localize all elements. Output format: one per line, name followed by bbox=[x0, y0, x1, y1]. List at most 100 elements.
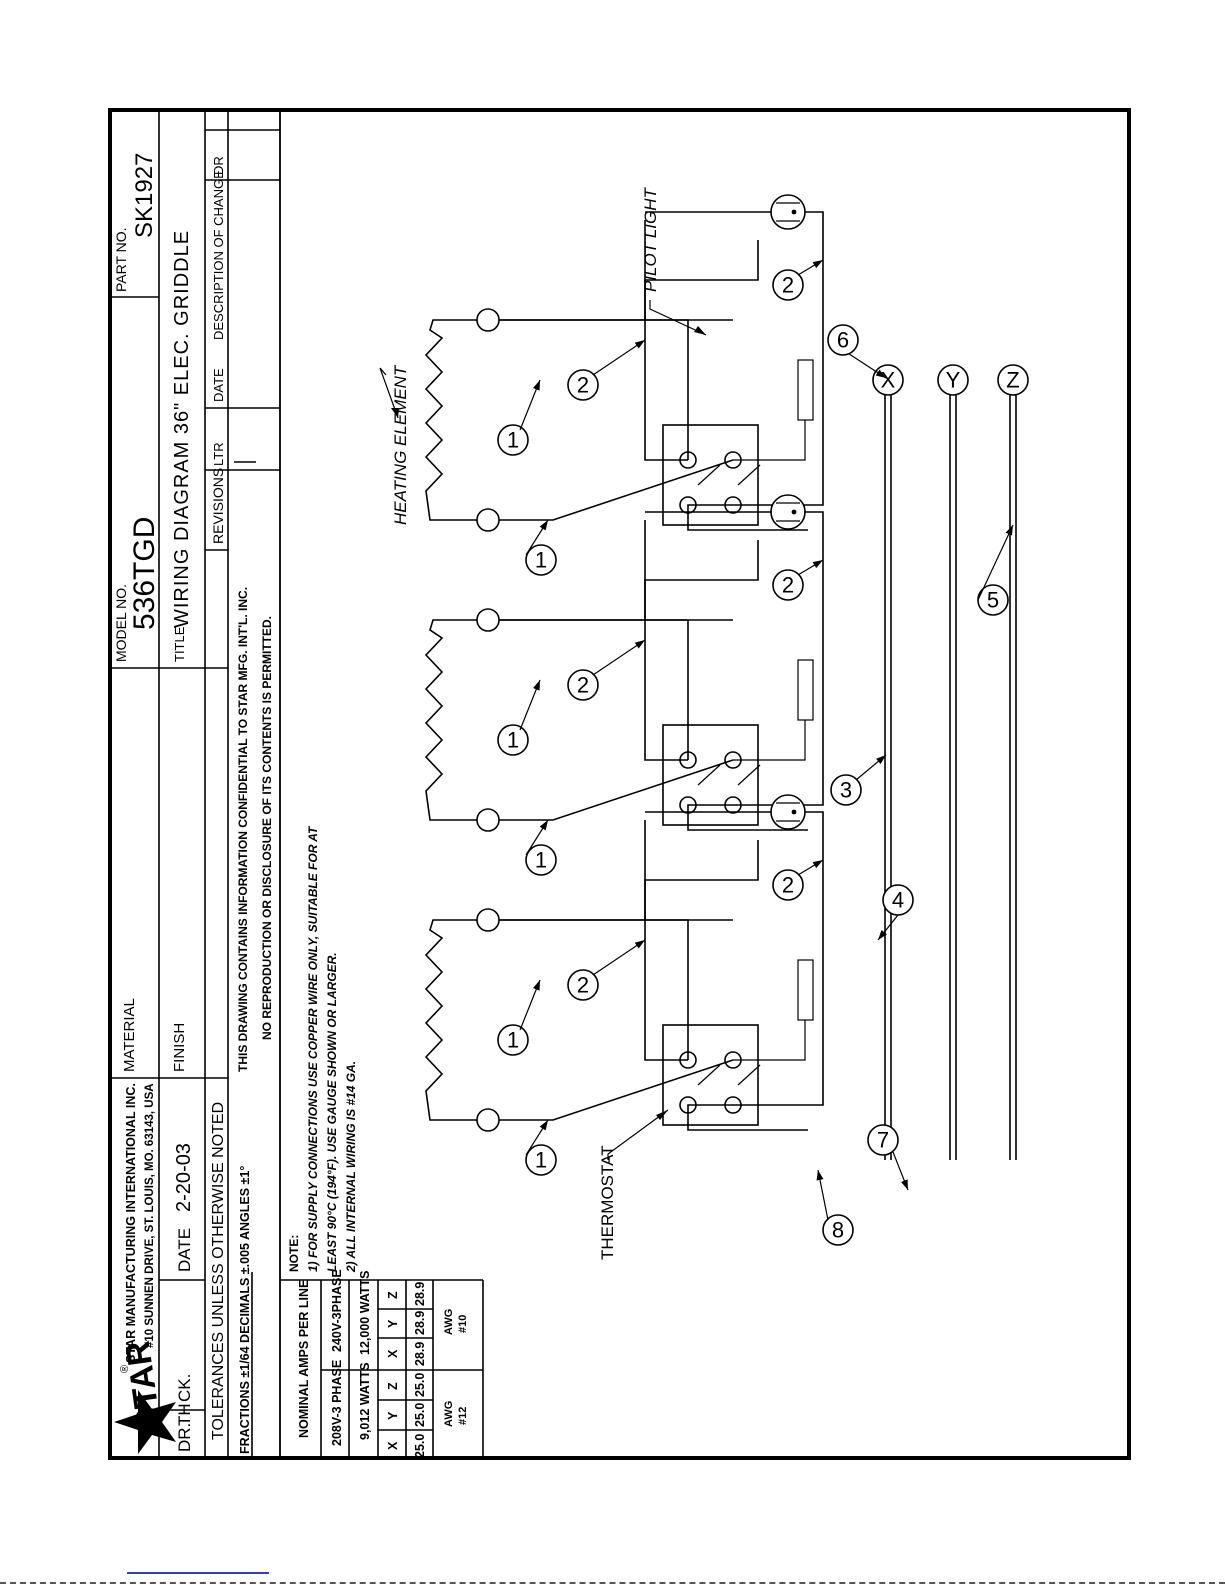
title-block bbox=[108, 108, 281, 1460]
date-label: DATE bbox=[175, 1228, 194, 1272]
drawing-title: WIRING DIAGRAM 36" ELEC. GRIDDLE bbox=[171, 230, 193, 628]
note-1: 1) FOR SUPPLY CONNECTIONS USE COPPER WIR… bbox=[306, 825, 320, 1272]
wire-number-bubble: 3 bbox=[830, 774, 862, 806]
config-240-awg-value: #10 bbox=[457, 1315, 469, 1333]
rev-col-date: DATE bbox=[211, 368, 226, 402]
wire-number-bubble: 2 bbox=[567, 369, 599, 401]
svg-text:X: X bbox=[881, 368, 896, 393]
config-240-watts: 12,000 WATTS bbox=[358, 1270, 372, 1355]
config-208-awg-value: #12 bbox=[457, 1407, 469, 1425]
wire-number-bubble: 1 bbox=[497, 424, 529, 456]
thermostat-callout: THERMOSTAT bbox=[598, 1109, 669, 1260]
resistor-icon bbox=[797, 959, 814, 1021]
wire-number-bubble: 8 bbox=[822, 1214, 854, 1246]
company-address: #10 SUNNEN DRIVE, ST. LOUIS, MO. 63143, … bbox=[144, 1083, 156, 1348]
config-208-amps-x: 25.0 bbox=[413, 1434, 427, 1458]
registered-mark: ® bbox=[119, 1365, 131, 1373]
tolerance-values: FRACTIONS ±1/64 DECIMALS ±.005 ANGLES ±1… bbox=[238, 1166, 252, 1454]
resistor-icon bbox=[797, 659, 814, 721]
svg-text:1: 1 bbox=[507, 728, 519, 753]
wire-number-bubble: 6 bbox=[827, 324, 859, 356]
wire-number-bubble: 1 bbox=[497, 724, 529, 756]
pilot-light-label: PILOT LIGHT bbox=[641, 186, 660, 292]
config-240-voltage: 240V-3PHASE bbox=[330, 1269, 344, 1352]
config-240-amps-x: 28.9 bbox=[413, 1342, 427, 1366]
rev-col-description: DESCRIPTION OF CHANGE bbox=[211, 170, 226, 340]
drawn-by-label: DR. bbox=[175, 1423, 194, 1452]
supply-terminal-x: X bbox=[872, 364, 904, 396]
drawing-frame bbox=[108, 108, 1131, 1460]
wire-number-bubble: 7 bbox=[867, 1124, 899, 1156]
wire-number-bubble: 2 bbox=[567, 669, 599, 701]
thermostat-label: THERMOSTAT bbox=[598, 1145, 617, 1260]
svg-text:1: 1 bbox=[507, 428, 519, 453]
supply-terminal-z: Z bbox=[997, 364, 1029, 396]
svg-text:1: 1 bbox=[535, 548, 547, 573]
config-240-amps-y: 28.9 bbox=[413, 1311, 427, 1335]
wire-number-bubble: 1 bbox=[525, 544, 557, 576]
svg-text:1: 1 bbox=[507, 1028, 519, 1053]
config-208-watts: 9,012 WATTS bbox=[358, 1362, 372, 1440]
element-terminal-icon bbox=[476, 1108, 500, 1132]
svg-text:1: 1 bbox=[535, 848, 547, 873]
notes-heading: NOTE: bbox=[287, 1235, 301, 1272]
config-240-line-x: X bbox=[386, 1349, 400, 1358]
date-value: 2-20-03 bbox=[173, 1143, 195, 1212]
heating-element-icon bbox=[424, 619, 448, 821]
svg-text:2: 2 bbox=[577, 373, 589, 398]
svg-text:5: 5 bbox=[987, 588, 999, 613]
thermostat-icon bbox=[662, 1024, 759, 1126]
svg-text:2: 2 bbox=[782, 273, 794, 298]
heating-element-icon bbox=[424, 319, 448, 521]
company-name: STAR MANUFACTURING INTERNATIONAL INC. bbox=[124, 1083, 138, 1363]
config-208-line-z: Z bbox=[386, 1382, 400, 1390]
config-240-awg-label: AWG bbox=[443, 1309, 455, 1335]
config-240-line-z: Z bbox=[386, 1291, 400, 1299]
config-208-amps-z: 25.0 bbox=[413, 1373, 427, 1397]
unit-middle: 1 1 2 2 bbox=[424, 494, 824, 876]
finish-label: FINISH bbox=[171, 1023, 188, 1072]
tolerances-heading: TOLERANCES UNLESS OTHERWISE NOTED bbox=[210, 1102, 227, 1440]
wire-number-bubble: 2 bbox=[567, 969, 599, 1001]
config-208-voltage: 208V-3 PHASE bbox=[330, 1360, 344, 1446]
wire-number-bubble: 2 bbox=[772, 569, 804, 601]
confidential-notice-1: THIS DRAWING CONTAINS INFORMATION CONFID… bbox=[236, 587, 250, 1072]
element-terminal-icon bbox=[476, 608, 500, 632]
rev-col-ltr: LTR bbox=[211, 442, 226, 466]
svg-text:1: 1 bbox=[535, 1148, 547, 1173]
part-no-value: SK1927 bbox=[131, 153, 158, 238]
rev-col-dr: DR bbox=[211, 156, 226, 175]
config-208-line-y: Y bbox=[386, 1411, 400, 1420]
config-208-line-x: X bbox=[386, 1441, 400, 1450]
config-208-amps-y: 25.0 bbox=[413, 1403, 427, 1427]
checked-by-label: CK. bbox=[175, 1374, 194, 1402]
svg-text:2: 2 bbox=[577, 673, 589, 698]
svg-text:Z: Z bbox=[1006, 368, 1019, 393]
wire-number-bubble: 2 bbox=[772, 269, 804, 301]
footer-link-underline[interactable] bbox=[127, 1572, 269, 1574]
svg-text:7: 7 bbox=[877, 1128, 889, 1153]
notes: NOTE: 1) FOR SUPPLY CONNECTIONS USE COPP… bbox=[280, 825, 483, 1281]
wire-number-bubble: 1 bbox=[497, 1024, 529, 1056]
svg-text:8: 8 bbox=[832, 1218, 844, 1243]
confidential-notice-2: NO REPRODUCTION OR DISCLOSURE OF ITS CON… bbox=[260, 616, 274, 1040]
element-terminal-icon bbox=[476, 908, 500, 932]
note-2: 2) ALL INTERNAL WIRING IS #14 GA. bbox=[344, 1061, 358, 1273]
revisions-label: REVISIONS bbox=[210, 468, 226, 544]
wire-number-bubble: 1 bbox=[525, 844, 557, 876]
amps-table: NOMINAL AMPS PER LINE 208V-3 PHASE 9,012… bbox=[297, 1269, 484, 1460]
title-label: TITLE bbox=[172, 626, 187, 662]
heating-element-callout: HEATING ELEMENT bbox=[379, 364, 410, 525]
wire-number-bubble: 1 bbox=[525, 1144, 557, 1176]
note-1-cont: LEAST 90°C (194°F). USE GAUGE SHOWN OR L… bbox=[325, 952, 339, 1272]
pilot-light-icon bbox=[770, 194, 806, 230]
thermostat-icon bbox=[662, 424, 759, 526]
material-label: MATERIAL bbox=[121, 998, 138, 1072]
svg-text:Y: Y bbox=[946, 368, 961, 393]
pilot-light-callout: PILOT LIGHT bbox=[641, 186, 707, 336]
model-no-value: 536TGD bbox=[128, 517, 161, 630]
unit-right: 1 1 2 2 bbox=[424, 194, 824, 576]
